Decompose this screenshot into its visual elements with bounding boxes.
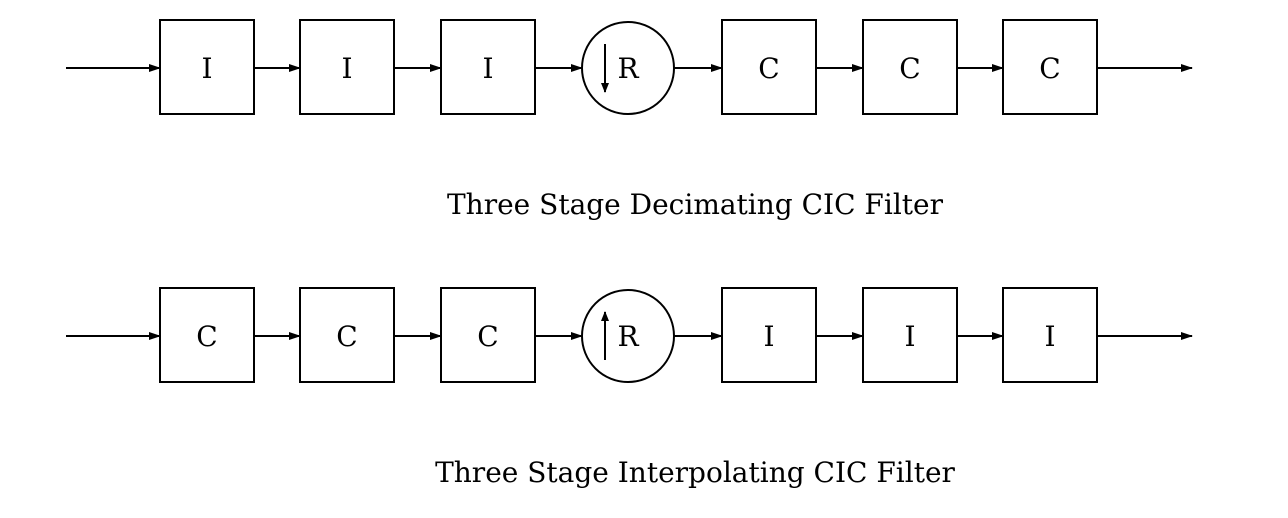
comb-block-1: C xyxy=(159,287,255,383)
comb-block-2: C xyxy=(299,287,395,383)
comb-block-3: C xyxy=(440,287,536,383)
downsampler-circle: R xyxy=(581,21,675,115)
integrator-block-1: I xyxy=(159,19,255,115)
interpolating-cic-diagram: C C C R I I I xyxy=(66,287,1193,489)
comb-block-3: C xyxy=(1002,19,1098,115)
block-label: C xyxy=(336,320,357,353)
diagram-caption: Three Stage Decimating CIC Filter xyxy=(447,188,944,221)
block-label: C xyxy=(477,320,498,353)
decimating-cic-diagram: I I I R C C C xyxy=(66,19,1193,221)
block-label: I xyxy=(1044,320,1055,353)
block-label: I xyxy=(482,52,493,85)
block-label: C xyxy=(196,320,217,353)
resample-factor-label: R xyxy=(617,320,639,353)
block-label: C xyxy=(899,52,920,85)
comb-block-1: C xyxy=(721,19,817,115)
block-label: I xyxy=(341,52,352,85)
integrator-block-3: I xyxy=(1002,287,1098,383)
integrator-block-2: I xyxy=(862,287,958,383)
upsampler-circle: R xyxy=(581,289,675,383)
block-label: I xyxy=(201,52,212,85)
integrator-block-1: I xyxy=(721,287,817,383)
integrator-block-3: I xyxy=(440,19,536,115)
block-label: I xyxy=(904,320,915,353)
block-label: I xyxy=(763,320,774,353)
integrator-block-2: I xyxy=(299,19,395,115)
diagram-caption: Three Stage Interpolating CIC Filter xyxy=(435,456,955,489)
block-label: C xyxy=(1039,52,1060,85)
comb-block-2: C xyxy=(862,19,958,115)
resample-factor-label: R xyxy=(617,52,639,85)
block-label: C xyxy=(758,52,779,85)
